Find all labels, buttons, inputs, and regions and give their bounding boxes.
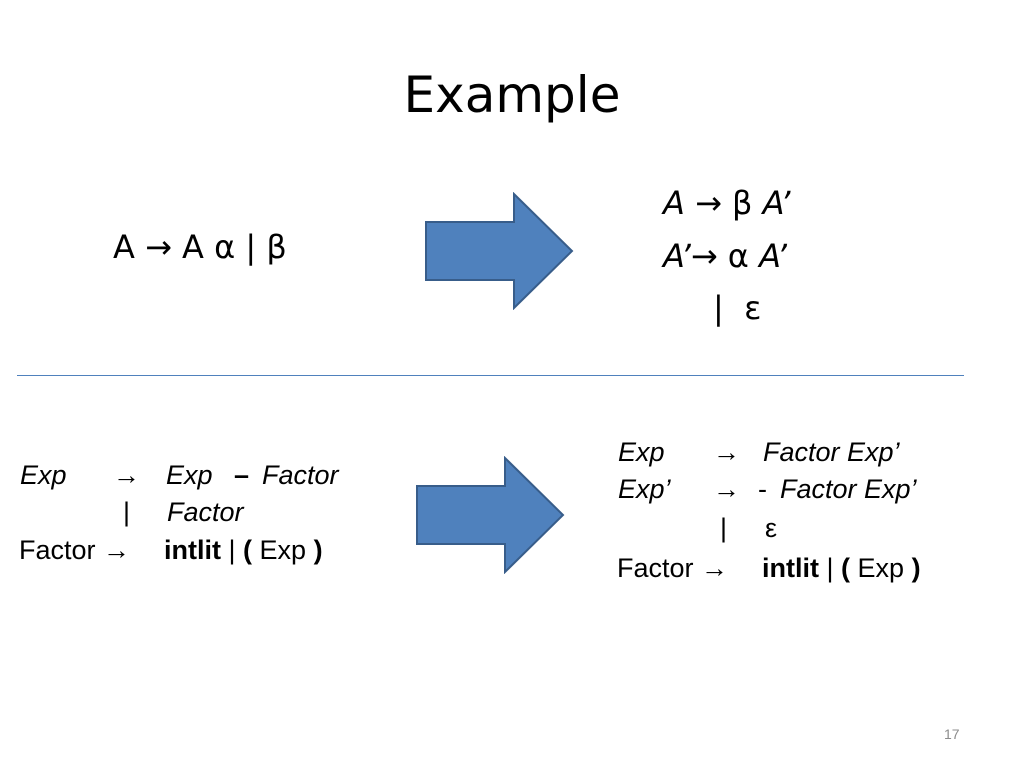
alt-bar: | [720,513,728,543]
rule-arrow: → [695,184,722,222]
rule-rhs: A α | β [182,228,287,266]
exp-prime-rule: Exp’ → - Factor Exp’ [618,474,917,505]
rule-exp: Exp [857,553,905,583]
rule-arrow: → [713,437,740,467]
page-number: 17 [944,726,960,742]
rule-lhs: Exp’ [618,474,671,504]
intlit-token: intlit [762,553,819,583]
epsilon: ε [765,513,778,543]
lparen-token: ( [243,535,253,565]
rule-minus: – [234,460,250,490]
right-rule-2: A’→ α A’ [663,237,787,275]
exp-rule-rewritten: Exp → Factor Exp’ [618,437,900,468]
rule-factor: Factor [262,460,339,490]
rule-exp: Exp [259,535,307,565]
lparen-token: ( [841,553,851,583]
left-recursive-rule: A → A α | β [113,228,287,266]
rule-lhs: A [663,184,685,222]
rule-arrow: → [713,474,740,504]
rule-lhs: Factor [617,553,694,583]
transform-arrow-bottom-icon [416,456,565,574]
exp-prime-alt-rule: | ε [720,513,777,544]
right-rule-1: A → β A’ [663,184,790,222]
epsilon: ε [744,289,762,327]
factor-rule: Factor → intlit | ( Exp ) [19,535,323,566]
exp-alt-rule: | Factor [123,497,244,528]
alt-bar: | [123,497,131,527]
rule-rhs-symbol: α [727,237,749,275]
exp-rule: Exp → Exp – Factor [20,460,339,491]
rule-exp: Exp [166,460,213,490]
rule-arrow: → [701,553,729,583]
rparen-token: ) [911,553,921,583]
rule-lhs: Exp [20,460,67,490]
alt-bar: | [713,289,724,327]
rule-factor: Factor [167,497,244,527]
rule-rhs-nonterminal: A’ [759,237,787,275]
rule-arrow: → [145,228,172,266]
rule-arrow: → [113,460,140,490]
right-rule-3: | ε [713,289,761,327]
rule-lhs: A [113,228,135,266]
rule-rhs-nonterminal: A’ [762,184,791,222]
rule-lhs: Factor [19,535,96,565]
rparen-token: ) [313,535,323,565]
slide-title: Example [403,66,621,124]
rule-rhs: Factor Exp’ [780,474,917,504]
rule-rhs-symbol: β [732,184,753,222]
rule-minus: - [758,474,767,504]
section-divider [17,375,964,376]
transform-arrow-top-icon [425,192,574,310]
factor-rule-rewritten: Factor → intlit | ( Exp ) [617,553,921,584]
rule-rhs: Factor Exp’ [763,437,900,467]
intlit-token: intlit [164,535,221,565]
alt-bar: | [228,535,236,565]
rule-lhs: Exp [618,437,665,467]
rule-arrow: → [103,535,131,565]
rule-arrow: → [690,237,718,275]
alt-bar: | [826,553,834,583]
rule-lhs: A’ [663,237,691,275]
